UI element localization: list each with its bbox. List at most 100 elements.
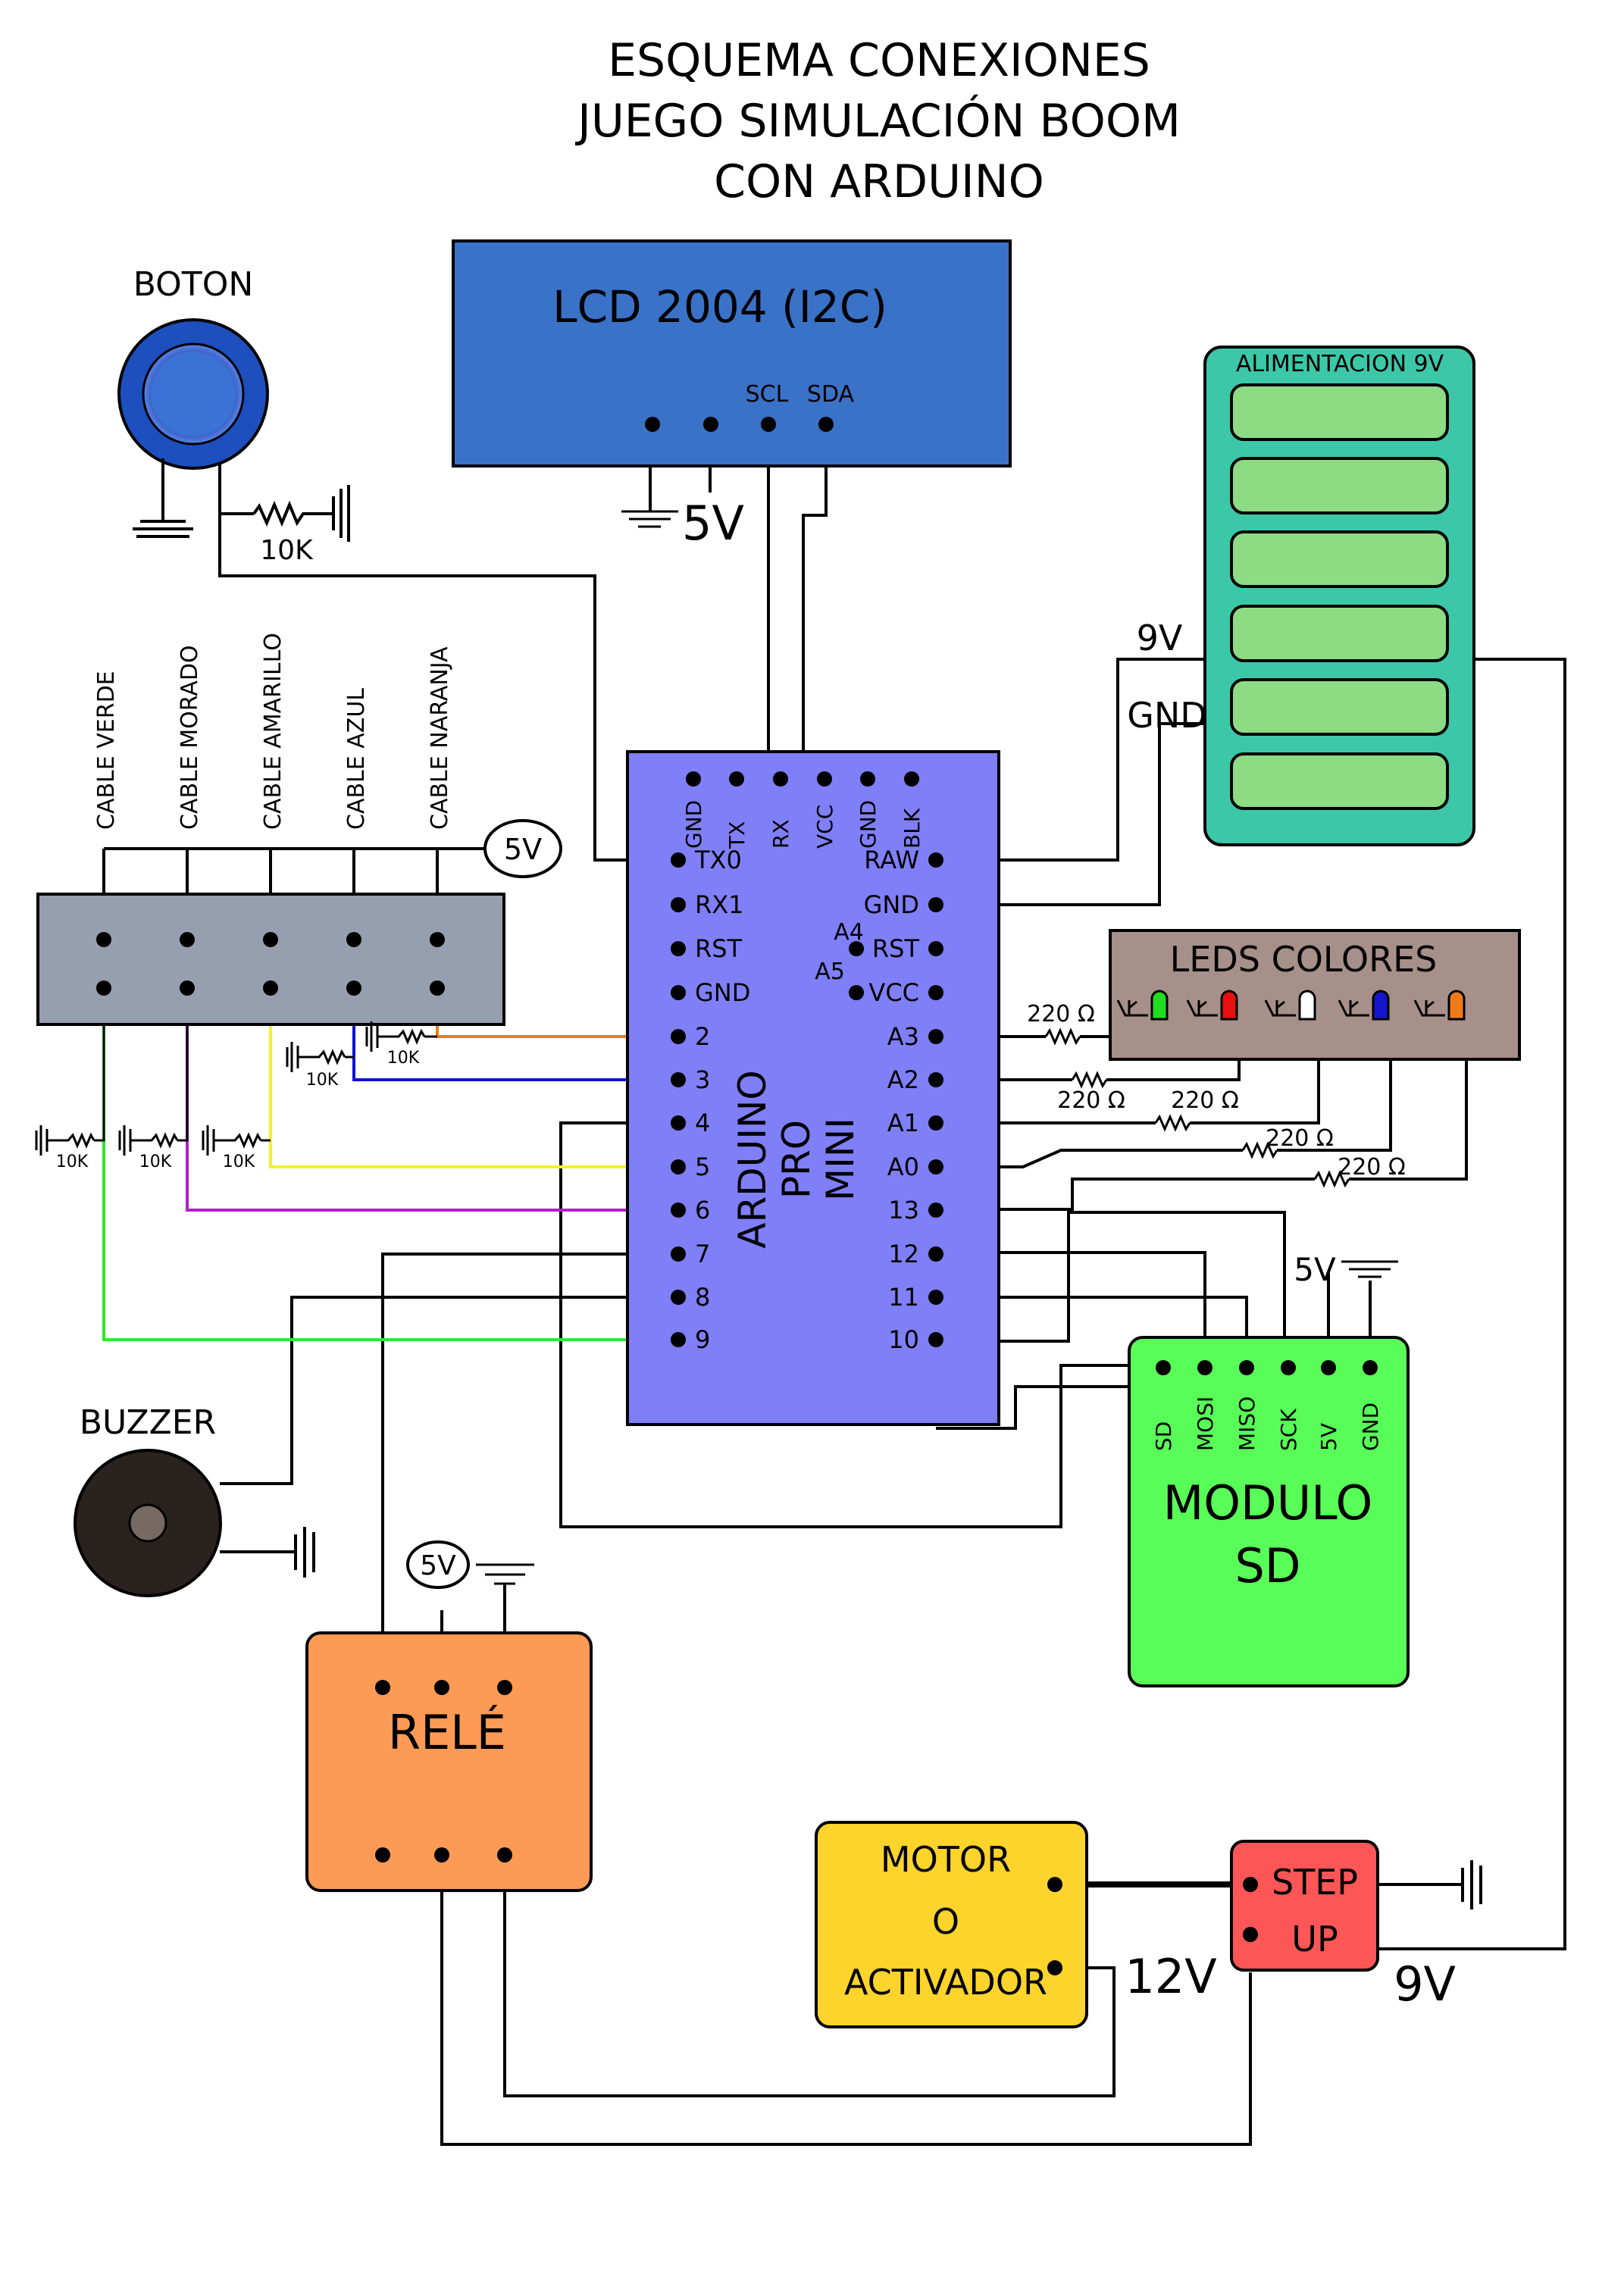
wire-battery-gnd xyxy=(936,722,1205,906)
arduino-name-line: PRO xyxy=(774,1120,818,1199)
arduino-top-pin-label: BLK xyxy=(900,808,925,849)
battery-cell xyxy=(1230,678,1449,736)
arduino-left-pin xyxy=(671,1246,686,1262)
pulldown-label: 10K xyxy=(223,1153,255,1171)
arduino-left-pin-label: 4 xyxy=(695,1109,710,1137)
arduino-left-pin xyxy=(671,1072,686,1087)
arduino-left-pin xyxy=(671,1332,686,1347)
wire-d12-mosi xyxy=(936,1251,1206,1365)
button-resistor xyxy=(252,485,350,542)
arduino-right-pin xyxy=(928,941,943,956)
battery-9v-label: 9V xyxy=(1137,618,1183,658)
title-line-2: JUEGO SIMULACIÓN BOOM xyxy=(574,94,1181,148)
sd-pin xyxy=(1197,1360,1213,1375)
pulldown-label: 10K xyxy=(387,1049,420,1068)
button-ground-symbol xyxy=(133,458,193,538)
wire-13-led xyxy=(1349,1015,1468,1181)
arduino-top-pin xyxy=(817,771,832,787)
cable-5v-badge: 5V xyxy=(483,819,562,878)
title-line-3: CON ARDUINO xyxy=(714,155,1044,208)
arduino-right-pin xyxy=(928,985,943,1000)
arduino-right-pin-label: 13 xyxy=(888,1196,919,1224)
arduino-top-pin xyxy=(729,771,744,787)
arduino-right-pin-label: RAW xyxy=(864,846,919,874)
button-resistor-label: 10K xyxy=(260,535,314,566)
arduino-top-pin xyxy=(904,771,919,787)
leds-module: LEDS COLORES xyxy=(1109,929,1521,1061)
led-resistor-label: 220 Ω xyxy=(1171,1087,1239,1114)
battery-cell xyxy=(1230,605,1449,662)
buzzer-ground-symbol xyxy=(294,1527,315,1578)
led xyxy=(1413,990,1466,1021)
step-up-converter: STEP UP xyxy=(1230,1840,1379,1972)
stepup-label-line: UP xyxy=(1291,1919,1338,1959)
arduino-name-line: MINI xyxy=(818,1118,862,1201)
motor: MOTOR O ACTIVADOR xyxy=(815,1821,1088,2028)
buzzer-label: BUZZER xyxy=(80,1403,216,1442)
title: ESQUEMA CONEXIONES JUEGO SIMULACIÓN BOOM… xyxy=(574,34,1181,208)
lcd-ground-symbol xyxy=(621,510,678,528)
leds-label: LEDS COLORES xyxy=(1170,939,1438,980)
lcd-5v-label: 5V xyxy=(682,496,744,551)
arduino-left-pin-label: RST xyxy=(695,934,743,963)
wire-button-tx0 xyxy=(218,462,678,862)
arduino-right-pin xyxy=(928,1203,943,1218)
arduino-left-pin xyxy=(671,897,686,912)
lcd-label: LCD 2004 (I2C) xyxy=(552,281,887,333)
arduino-left-pin-label: 3 xyxy=(695,1065,710,1094)
arduino-top-pin-label: GND xyxy=(681,800,706,849)
pulldown-resistors xyxy=(35,1021,426,1156)
sd-pin xyxy=(1281,1360,1296,1375)
led-symbols xyxy=(1116,990,1466,1021)
arduino-left-pin xyxy=(671,1290,686,1305)
relay: RELÉ xyxy=(305,1631,593,1892)
sd-pin-label: MISO xyxy=(1234,1396,1259,1451)
arduino-right-pin xyxy=(928,1246,943,1262)
arduino-name: ARDUINO PRO MINI xyxy=(731,1070,862,1249)
led-resistor-label: 220 Ω xyxy=(1266,1125,1334,1152)
arduino-right-pin-label: A0 xyxy=(887,1153,919,1181)
sd-pin xyxy=(1239,1360,1254,1375)
arduino-left-pin-label: 8 xyxy=(695,1283,710,1312)
pulldown-label: 10K xyxy=(139,1153,172,1171)
buzzer xyxy=(74,1449,222,1597)
arduino-right-pin xyxy=(928,1115,943,1131)
sd-ground-symbol xyxy=(1341,1260,1398,1278)
arduino-left-pin-label: TX0 xyxy=(694,846,742,874)
sd-pin-label: SD xyxy=(1151,1421,1176,1451)
sd-pin-label: GND xyxy=(1358,1403,1383,1451)
cable-labels: CABLE VERDE CABLE MORADO CABLE AMARILLO … xyxy=(93,633,453,830)
cable-label: CABLE AZUL xyxy=(343,688,370,830)
motor-label-line: ACTIVADOR xyxy=(844,1962,1047,2003)
arduino-right-pin xyxy=(928,1072,943,1087)
arduino-right-pin xyxy=(928,897,943,912)
arduino-right-pin xyxy=(928,1029,943,1044)
sd-5v-label: 5V xyxy=(1294,1251,1336,1288)
arduino-a5-label: A5 xyxy=(815,959,845,985)
cable-5v-label: 5V xyxy=(504,833,542,866)
arduino-right-pin-label: A2 xyxy=(887,1065,919,1094)
battery-cell xyxy=(1230,457,1449,514)
led xyxy=(1338,990,1390,1021)
cable-label: CABLE NARANJA xyxy=(427,646,453,830)
lcd-pin-scl-dot xyxy=(761,417,776,432)
relay-5v-label: 5V xyxy=(420,1550,456,1581)
sd-pin-label: 5V xyxy=(1316,1423,1341,1451)
pulldown-resistor xyxy=(202,1125,262,1156)
arduino-left-pin-label: 7 xyxy=(695,1240,710,1268)
cable-connector-block xyxy=(36,893,505,1026)
battery-gnd-label: GND xyxy=(1127,695,1206,736)
sd-pin-label: SCK xyxy=(1276,1409,1301,1451)
arduino-top-pin xyxy=(686,771,701,787)
wire-relay-motor xyxy=(503,1855,1116,2097)
lcd-pin-gnd xyxy=(645,417,660,432)
cable-label: CABLE AMARILLO xyxy=(260,633,286,830)
lcd-pin-sda: SDA xyxy=(807,381,855,408)
pulldown-label: 10K xyxy=(56,1153,89,1171)
led-resistor-label: 220 Ω xyxy=(1027,1001,1095,1027)
wire-amarillo xyxy=(269,983,678,1168)
